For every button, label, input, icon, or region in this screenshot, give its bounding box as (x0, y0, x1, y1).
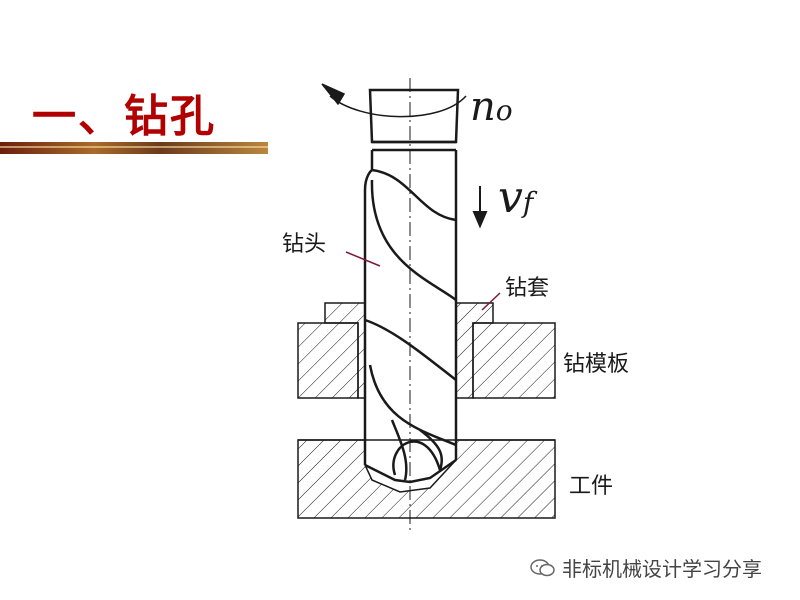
drill-bit (363, 88, 460, 484)
rotation-arrow-icon (321, 83, 467, 118)
workpiece (297, 439, 556, 519)
drill-sleeve-label: 钻套 (505, 276, 550, 301)
feed-rate-label: vf (498, 172, 534, 223)
leader-lines (345, 251, 501, 311)
title-underline-band (0, 142, 268, 154)
workpiece-label: 工件 (569, 474, 614, 499)
page-title: 一、钻孔 (32, 91, 216, 142)
watermark: 非标机械设计学习分享 (530, 553, 762, 582)
spindle-speed-label: no (470, 84, 513, 130)
drill-jig-plate-label: 钻模板 (563, 352, 630, 377)
drill-bit-label: 钻头 (282, 232, 327, 257)
wechat-icon (530, 558, 555, 576)
watermark-text: 非标机械设计学习分享 (562, 557, 762, 581)
drill-jig-plate (297, 322, 556, 399)
title-underline-highlight (0, 146, 268, 148)
feed-arrow-icon (472, 186, 488, 229)
